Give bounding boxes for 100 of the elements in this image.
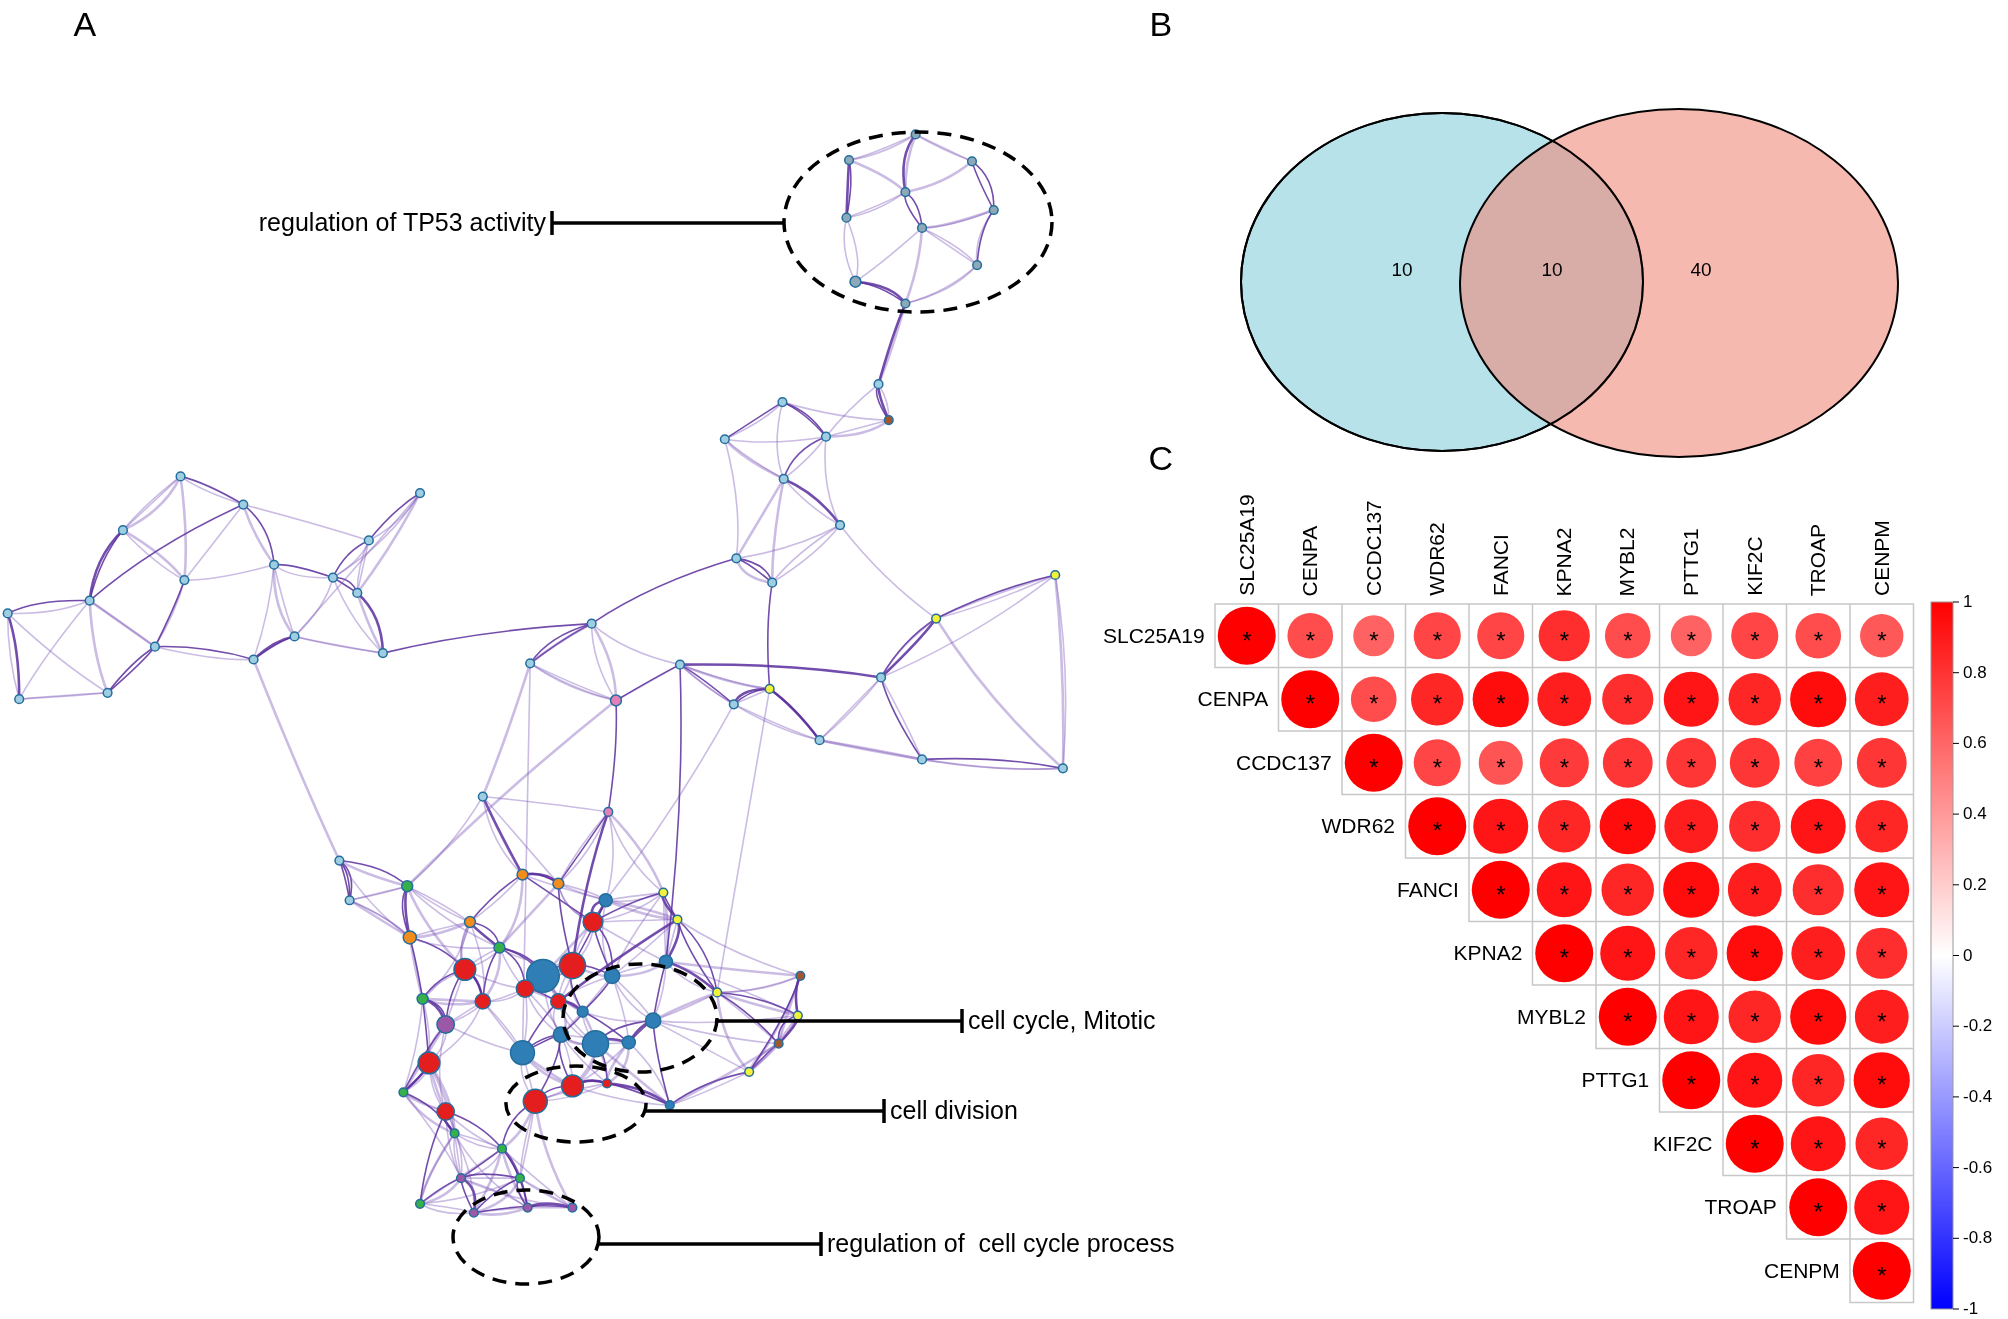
significance-mark: * (1813, 880, 1824, 909)
significance-mark: * (1750, 753, 1760, 782)
significance-mark: * (1559, 944, 1570, 972)
annotation-label: cell cycle, Mitotic (962, 1006, 1162, 1035)
significance-mark: * (1877, 753, 1887, 782)
significance-mark: * (1686, 753, 1697, 782)
gene-label: KIF2C (1653, 1131, 1713, 1156)
significance-mark: * (1559, 817, 1570, 845)
significance-mark: * (1369, 753, 1379, 782)
significance-mark: * (1496, 753, 1506, 782)
significance-mark: * (1813, 753, 1824, 782)
significance-mark: * (1432, 690, 1443, 718)
dashed-ellipse (561, 962, 719, 1074)
tick-label: -0.8 (1963, 1228, 1993, 1248)
venn-count: 40 (1690, 259, 1712, 281)
significance-mark: * (1305, 690, 1316, 718)
significance-mark: * (1686, 880, 1697, 909)
tick-label: 0.4 (1963, 804, 1987, 824)
significance-mark: * (1686, 817, 1697, 845)
gene-label: CCDC137 (1236, 750, 1332, 775)
panel-letter: C (1148, 438, 1174, 478)
tick-label: 0.8 (1963, 662, 1987, 683)
tick-label: -0.6 (1963, 1157, 1993, 1178)
significance-mark: * (1813, 817, 1824, 845)
significance-mark: * (1877, 690, 1887, 718)
significance-mark: * (1242, 626, 1252, 655)
significance-mark: * (1623, 817, 1633, 845)
significance-mark: * (1369, 690, 1379, 718)
gene-label: CENPA (1197, 687, 1269, 712)
significance-mark: * (1623, 880, 1633, 909)
significance-mark: * (1369, 626, 1379, 655)
tick-label: 0 (1963, 945, 1973, 966)
gene-label: CCDC137 (1361, 500, 1386, 596)
significance-mark: * (1877, 944, 1887, 972)
significance-mark: * (1623, 944, 1633, 972)
significance-mark: * (1686, 626, 1697, 655)
significance-mark: * (1750, 690, 1760, 718)
gene-label: WDR62 (1424, 522, 1449, 596)
tick-label: 0.6 (1963, 733, 1987, 753)
significance-mark: * (1877, 1261, 1887, 1290)
significance-mark: * (1750, 880, 1760, 909)
gene-label: CENPM (1764, 1258, 1840, 1283)
significance-mark: * (1813, 944, 1824, 972)
gene-label: TROAP (1704, 1195, 1777, 1220)
panel-letter: B (1149, 4, 1173, 44)
venn-count: 10 (1391, 259, 1413, 281)
significance-mark: * (1496, 880, 1506, 909)
gene-label: MYBL2 (1615, 527, 1640, 596)
significance-mark: * (1750, 1134, 1760, 1163)
significance-mark: * (1877, 1007, 1887, 1036)
significance-mark: * (1750, 1071, 1760, 1099)
significance-mark: * (1432, 817, 1443, 845)
tick-label: 0.2 (1963, 874, 1987, 895)
gene-label: WDR62 (1321, 814, 1395, 839)
gene-label: KPNA2 (1552, 527, 1577, 596)
significance-mark: * (1623, 626, 1633, 655)
leader-line (716, 1007, 964, 1035)
significance-mark: * (1686, 944, 1697, 972)
significance-mark: * (1559, 690, 1570, 718)
gene-label: MYBL2 (1517, 1004, 1586, 1029)
significance-mark: * (1877, 817, 1887, 845)
significance-mark: * (1813, 1198, 1824, 1226)
significance-mark: * (1750, 817, 1760, 845)
significance-mark: * (1686, 690, 1697, 718)
annotation-label: cell division (884, 1096, 1024, 1125)
significance-mark: * (1432, 626, 1443, 655)
dashed-ellipse (451, 1188, 601, 1286)
significance-mark: * (1877, 626, 1887, 655)
significance-mark: * (1559, 626, 1570, 655)
dashed-ellipse (504, 1064, 648, 1144)
gene-label: PTTG1 (1581, 1068, 1650, 1093)
significance-mark: * (1496, 626, 1506, 655)
annotation-label: regulation of TP53 activity (252, 208, 552, 237)
significance-mark: * (1623, 1007, 1633, 1036)
tick-label: -0.4 (1963, 1086, 1993, 1107)
significance-mark: * (1559, 880, 1570, 909)
significance-mark: * (1623, 753, 1633, 782)
significance-mark: * (1623, 690, 1633, 718)
significance-mark: * (1686, 1007, 1697, 1036)
gene-label: SLC25A19 (1234, 494, 1259, 596)
significance-mark: * (1750, 626, 1760, 655)
significance-mark: * (1496, 690, 1506, 718)
significance-mark: * (1877, 1134, 1887, 1163)
panel-letter: A (73, 4, 97, 44)
significance-mark: * (1559, 753, 1570, 782)
significance-mark: * (1305, 626, 1316, 655)
significance-mark: * (1750, 1007, 1760, 1036)
leader-line (550, 209, 784, 237)
gene-label: FANCI (1488, 534, 1513, 596)
gene-label: PTTG1 (1679, 528, 1703, 596)
significance-mark: * (1877, 1198, 1887, 1226)
significance-mark: * (1877, 1071, 1887, 1099)
significance-mark: * (1813, 1007, 1824, 1036)
gene-label: FANCI (1397, 877, 1459, 902)
annotation-label: regulation of cell cycle process (821, 1229, 1181, 1258)
gene-label: CENPM (1869, 520, 1894, 596)
gene-label: KPNA2 (1453, 941, 1523, 966)
significance-mark: * (1813, 1134, 1824, 1163)
significance-mark: * (1813, 626, 1824, 655)
gene-label: TROAP (1806, 523, 1831, 597)
